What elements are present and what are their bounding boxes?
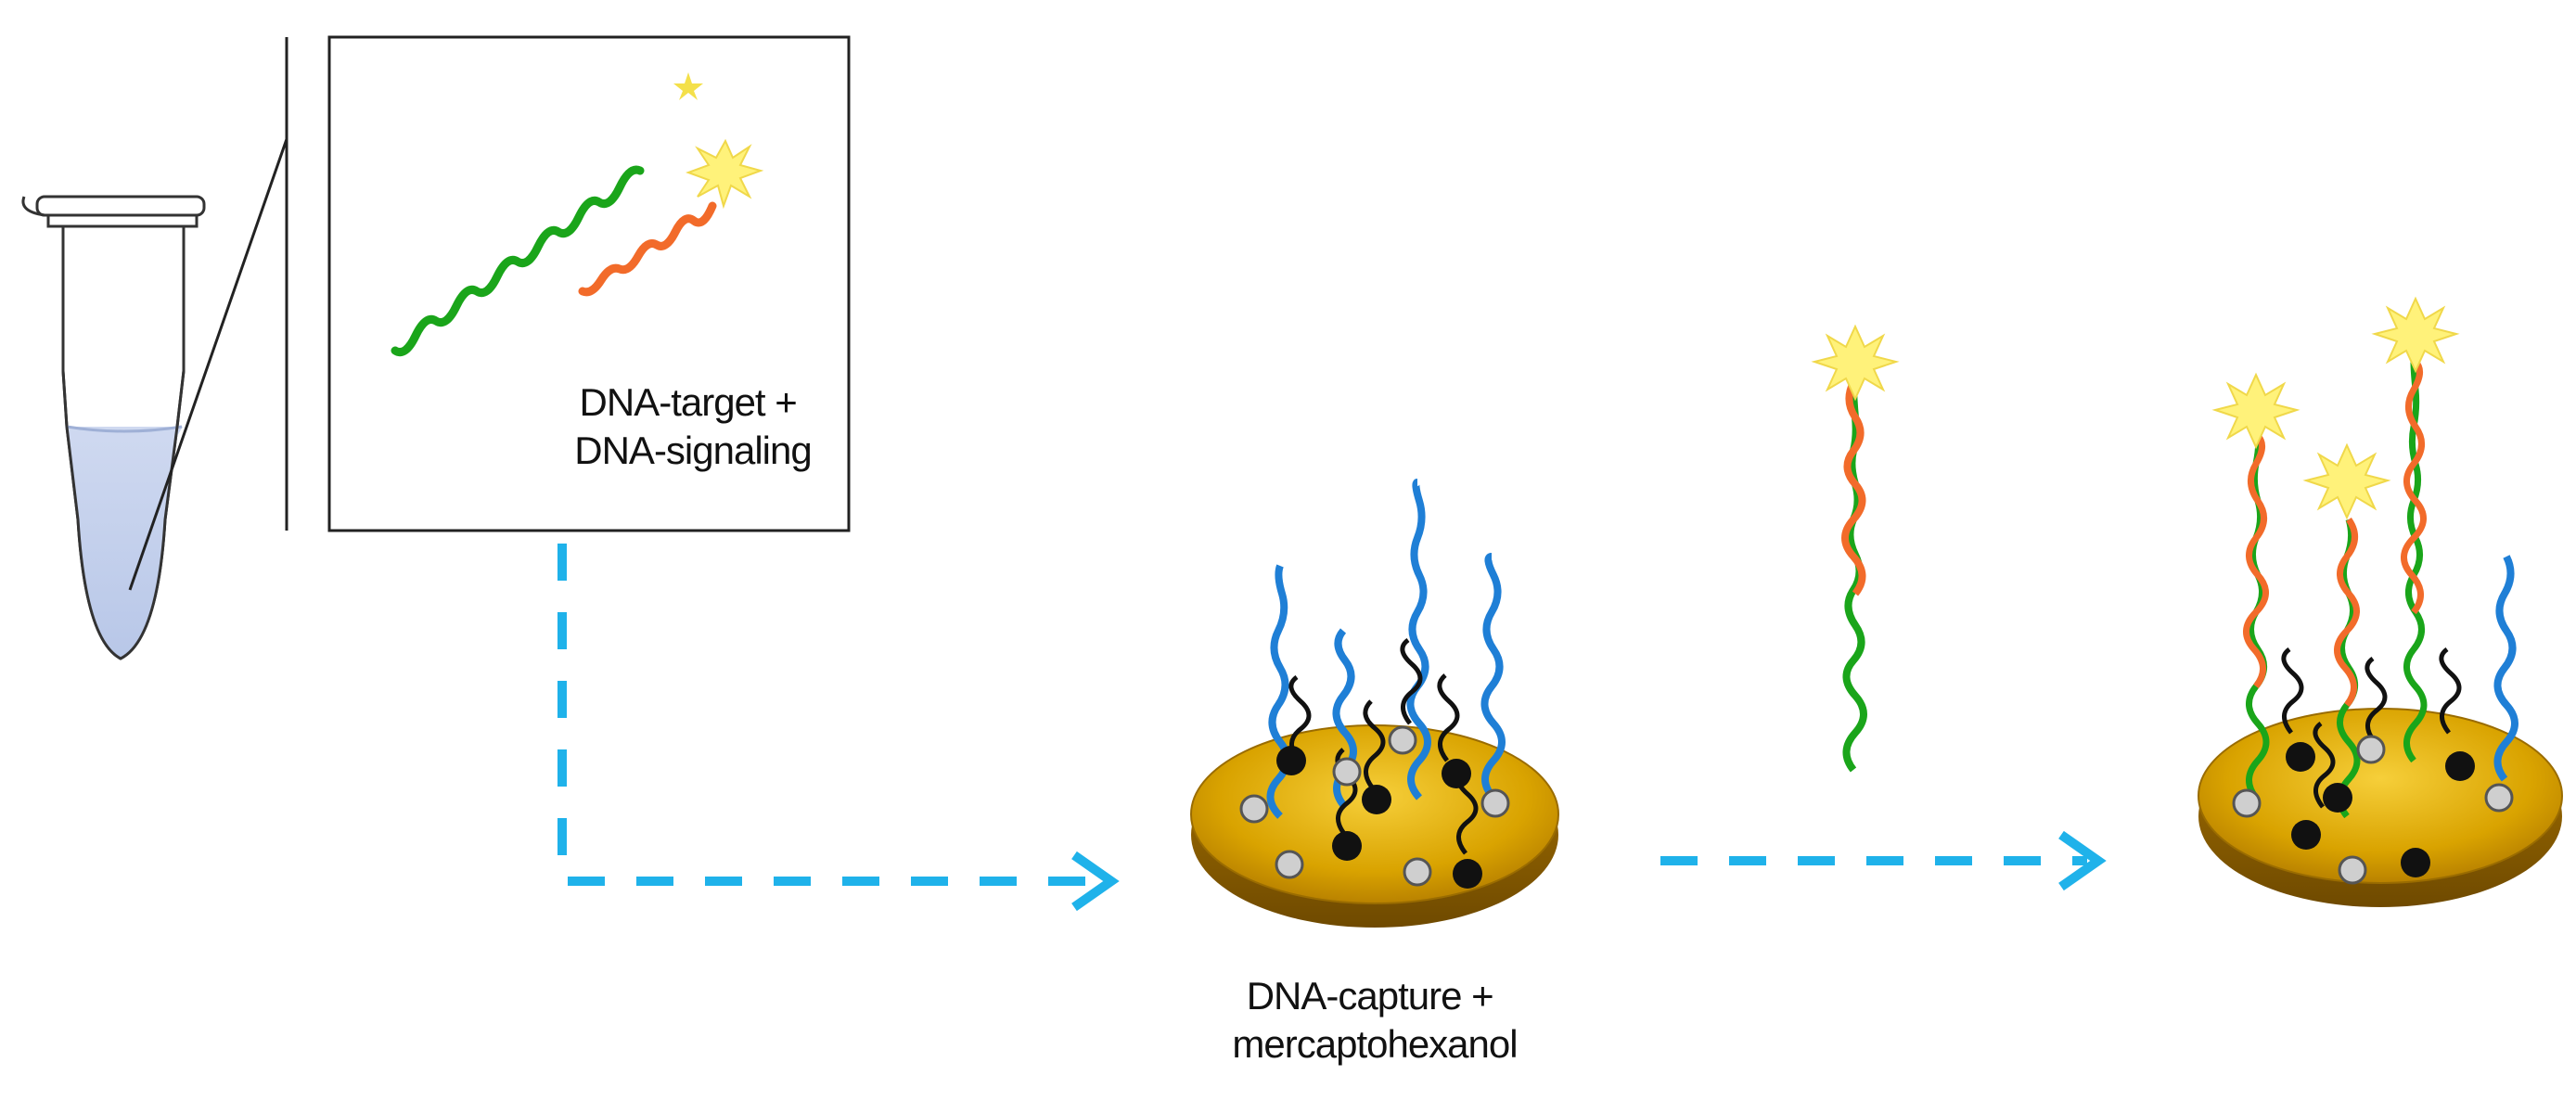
- fluorophore-star-icon: [2211, 372, 2300, 450]
- dashed-arrow-2: [1660, 830, 2107, 891]
- inset-hybrid: [391, 72, 764, 357]
- capture-label-line2: mercaptohexanol: [1232, 1022, 1517, 1066]
- inset-label-line2: DNA-signaling: [574, 429, 811, 472]
- signaling-strand: [578, 201, 717, 297]
- tube-liquid: [65, 427, 183, 659]
- inset-label-line1: DNA-target +: [580, 380, 797, 424]
- zoom-line-diagonal: [128, 138, 288, 591]
- fluorophore-star-icon: [1811, 324, 1900, 402]
- capture-label: DNA-capture + mercaptohexanol: [1232, 974, 1517, 1066]
- microcentrifuge-tube-icon: [21, 195, 206, 660]
- gold-electrode-final-icon: [2198, 296, 2563, 907]
- capture-label-line1: DNA-capture +: [1247, 974, 1493, 1018]
- free-duplex: [1811, 324, 1900, 773]
- fluorophore-star-small-icon: [673, 72, 703, 100]
- inset-box: [327, 35, 851, 532]
- target-strand: [391, 165, 645, 357]
- inset-label: DNA-target + DNA-signaling: [574, 380, 811, 472]
- dashed-arrow-1: [557, 544, 1120, 912]
- fluorophore-star-icon: [2371, 296, 2460, 374]
- fluorophore-star-icon: [686, 138, 764, 210]
- fluorophore-star-icon: [2302, 442, 2391, 520]
- gold-electrode-icon: [1190, 479, 1559, 928]
